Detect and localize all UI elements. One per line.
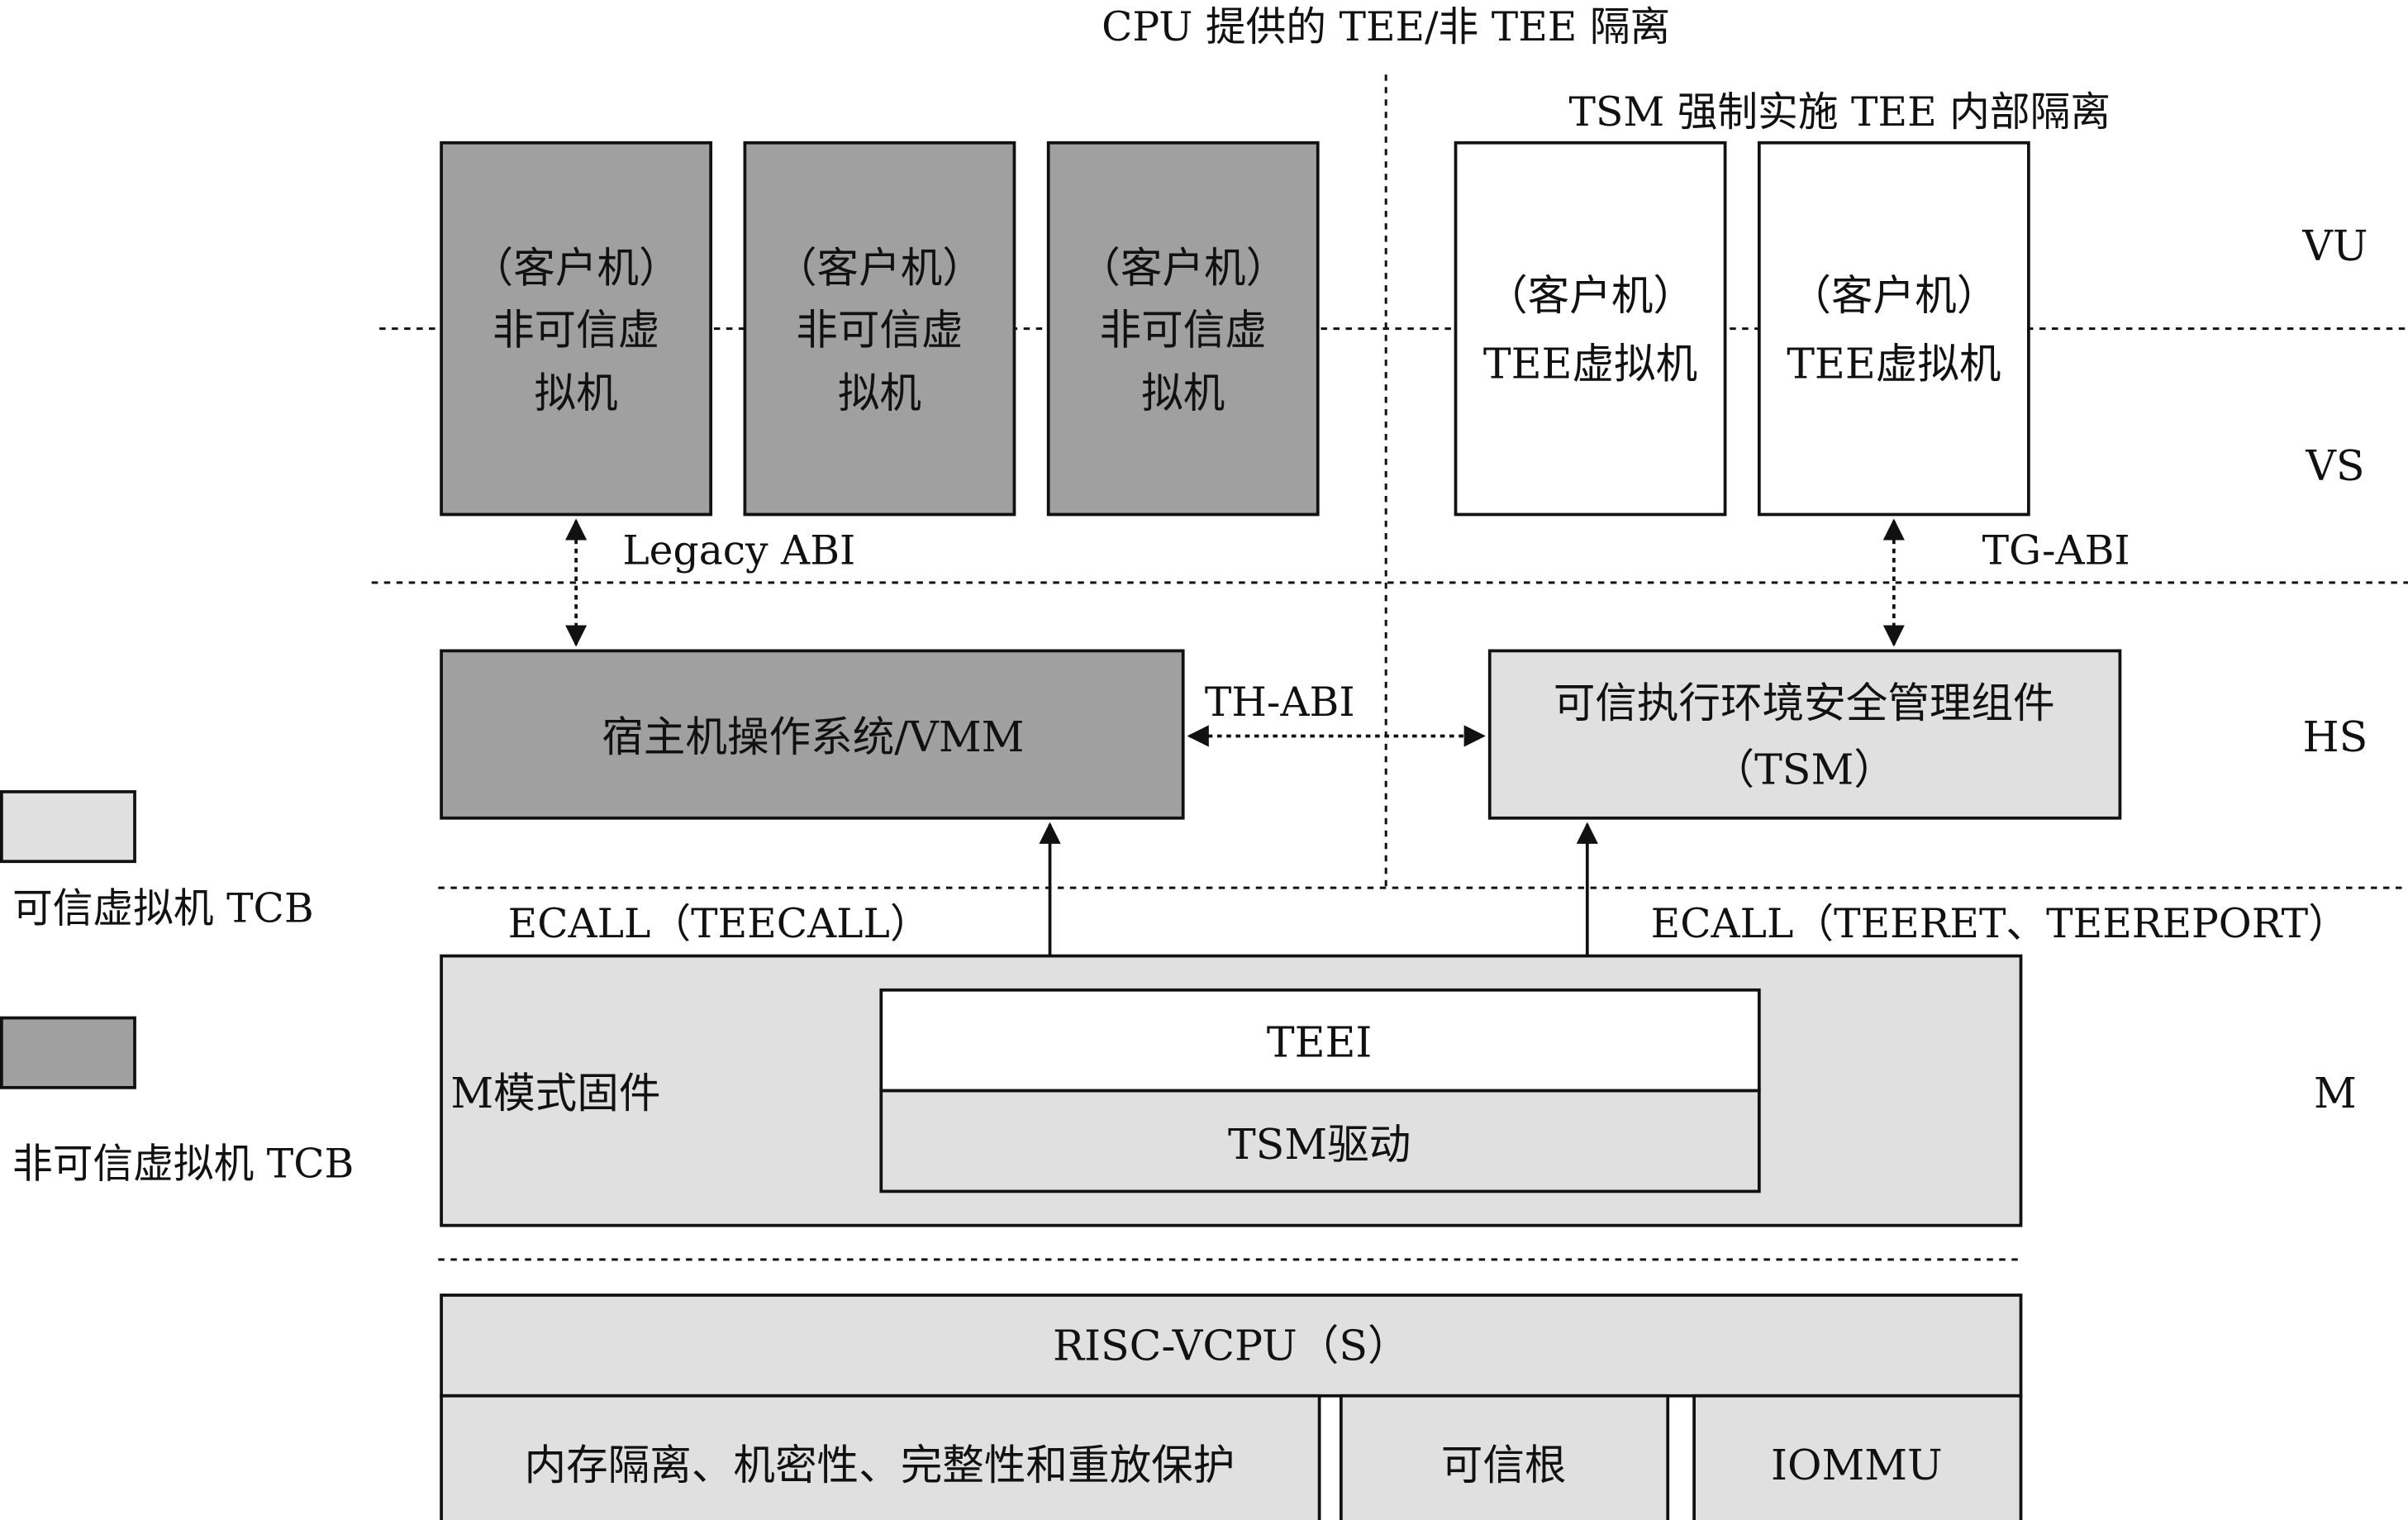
legend-trusted-label: 可信虚拟机 TCB (12, 885, 314, 932)
untrusted-vm-3-line1: （客户机） (1078, 243, 1287, 292)
untrusted-vm-1: （客户机） 非可信虚 拟机 (440, 141, 713, 517)
legend-untrusted-label: 非可信虚拟机 TCB (12, 1141, 354, 1188)
untrusted-vm-3: （客户机） 非可信虚 拟机 (1046, 141, 1320, 517)
untrusted-vm-3-line3: 拟机 (1141, 369, 1225, 417)
cpu-title: RISC-VCPU（S） (1053, 1322, 1410, 1370)
root-of-trust-label: 可信根 (1441, 1441, 1567, 1489)
tsm-label-line1: 可信执行环境安全管理组件 (1554, 679, 2055, 727)
tsm-isolation-caption: TSM 强制实施 TEE 内部隔离 (1568, 89, 2111, 136)
level-vu: VU (2301, 222, 2368, 270)
level-vs: VS (2305, 441, 2364, 490)
iommu-box (1692, 1394, 2023, 1520)
legend-untrusted-swatch (0, 1016, 136, 1089)
tee-vm-2-line2: TEE虚拟机 (1787, 340, 2001, 388)
untrusted-vm-2-line1: （客户机） (775, 243, 984, 292)
teei-label: TEEI (1267, 1017, 1373, 1066)
tee-vm-2: （客户机） TEE虚拟机 (1757, 141, 2030, 517)
tsm-label-line2: （TSM） (1712, 746, 1895, 794)
host-os-vmm: 宿主机操作系统/VMM (440, 649, 1185, 820)
legacy-abi-label: Legacy ABI (622, 527, 855, 574)
ecall-teeret-label: ECALL（TEERET、TEEREPORT） (1651, 901, 2349, 947)
tee-vm-1-line2: TEE虚拟机 (1483, 340, 1697, 388)
level-m: M (2314, 1069, 2357, 1117)
legend: 可信虚拟机 TCB 非可信虚拟机 TCB (0, 790, 354, 1188)
untrusted-vm-3-line2: 非可信虚 (1100, 305, 1267, 354)
host-os-label: 宿主机操作系统/VMM (602, 712, 1024, 761)
untrusted-vm-1-line2: 非可信虚 (493, 305, 659, 354)
firmware-label: M模式固件 (450, 1069, 660, 1117)
untrusted-vm-2: （客户机） 非可信虚 拟机 (743, 141, 1016, 517)
untrusted-vm-1-line3: 拟机 (535, 369, 618, 417)
tee-vm-1-line1: （客户机） (1486, 271, 1695, 320)
iommu-label: IOMMU (1771, 1441, 1943, 1489)
ecall-teecall-label: ECALL（TEECALL） (508, 901, 930, 947)
tee-vm-2-line1: （客户机） (1789, 271, 1998, 320)
tsm-driver-label: TSM驱动 (1228, 1120, 1411, 1169)
root-of-trust-box (1339, 1394, 1670, 1520)
tg-abi-label: TG-ABI (1982, 527, 2130, 574)
legend-trusted-swatch (0, 790, 136, 864)
untrusted-vm-2-line2: 非可信虚 (796, 305, 963, 354)
tee-vm-1: （客户机） TEE虚拟机 (1454, 141, 1727, 517)
untrusted-vm-2-line3: 拟机 (838, 369, 921, 417)
memory-protection-box (440, 1394, 1321, 1520)
untrusted-vm-1-line1: （客户机） (472, 243, 681, 292)
tsm-driver-box (879, 1089, 1761, 1194)
tsm-component: 可信执行环境安全管理组件 （TSM） (1487, 649, 2122, 820)
cpu-isolation-caption: CPU 提供的 TEE/非 TEE 隔离 (1102, 4, 1670, 50)
m-mode-firmware: M模式固件 TEEI TSM驱动 (440, 954, 2023, 1227)
memory-protection-label: 内存隔离、机密性、完整性和重放保护 (524, 1441, 1235, 1489)
level-hs: HS (2303, 712, 2368, 761)
th-abi-label: TH-ABI (1205, 679, 1355, 726)
risc-v-cpu: RISC-VCPU（S） 内存隔离、机密性、完整性和重放保护 可信根 IOMMU (440, 1294, 2023, 1520)
